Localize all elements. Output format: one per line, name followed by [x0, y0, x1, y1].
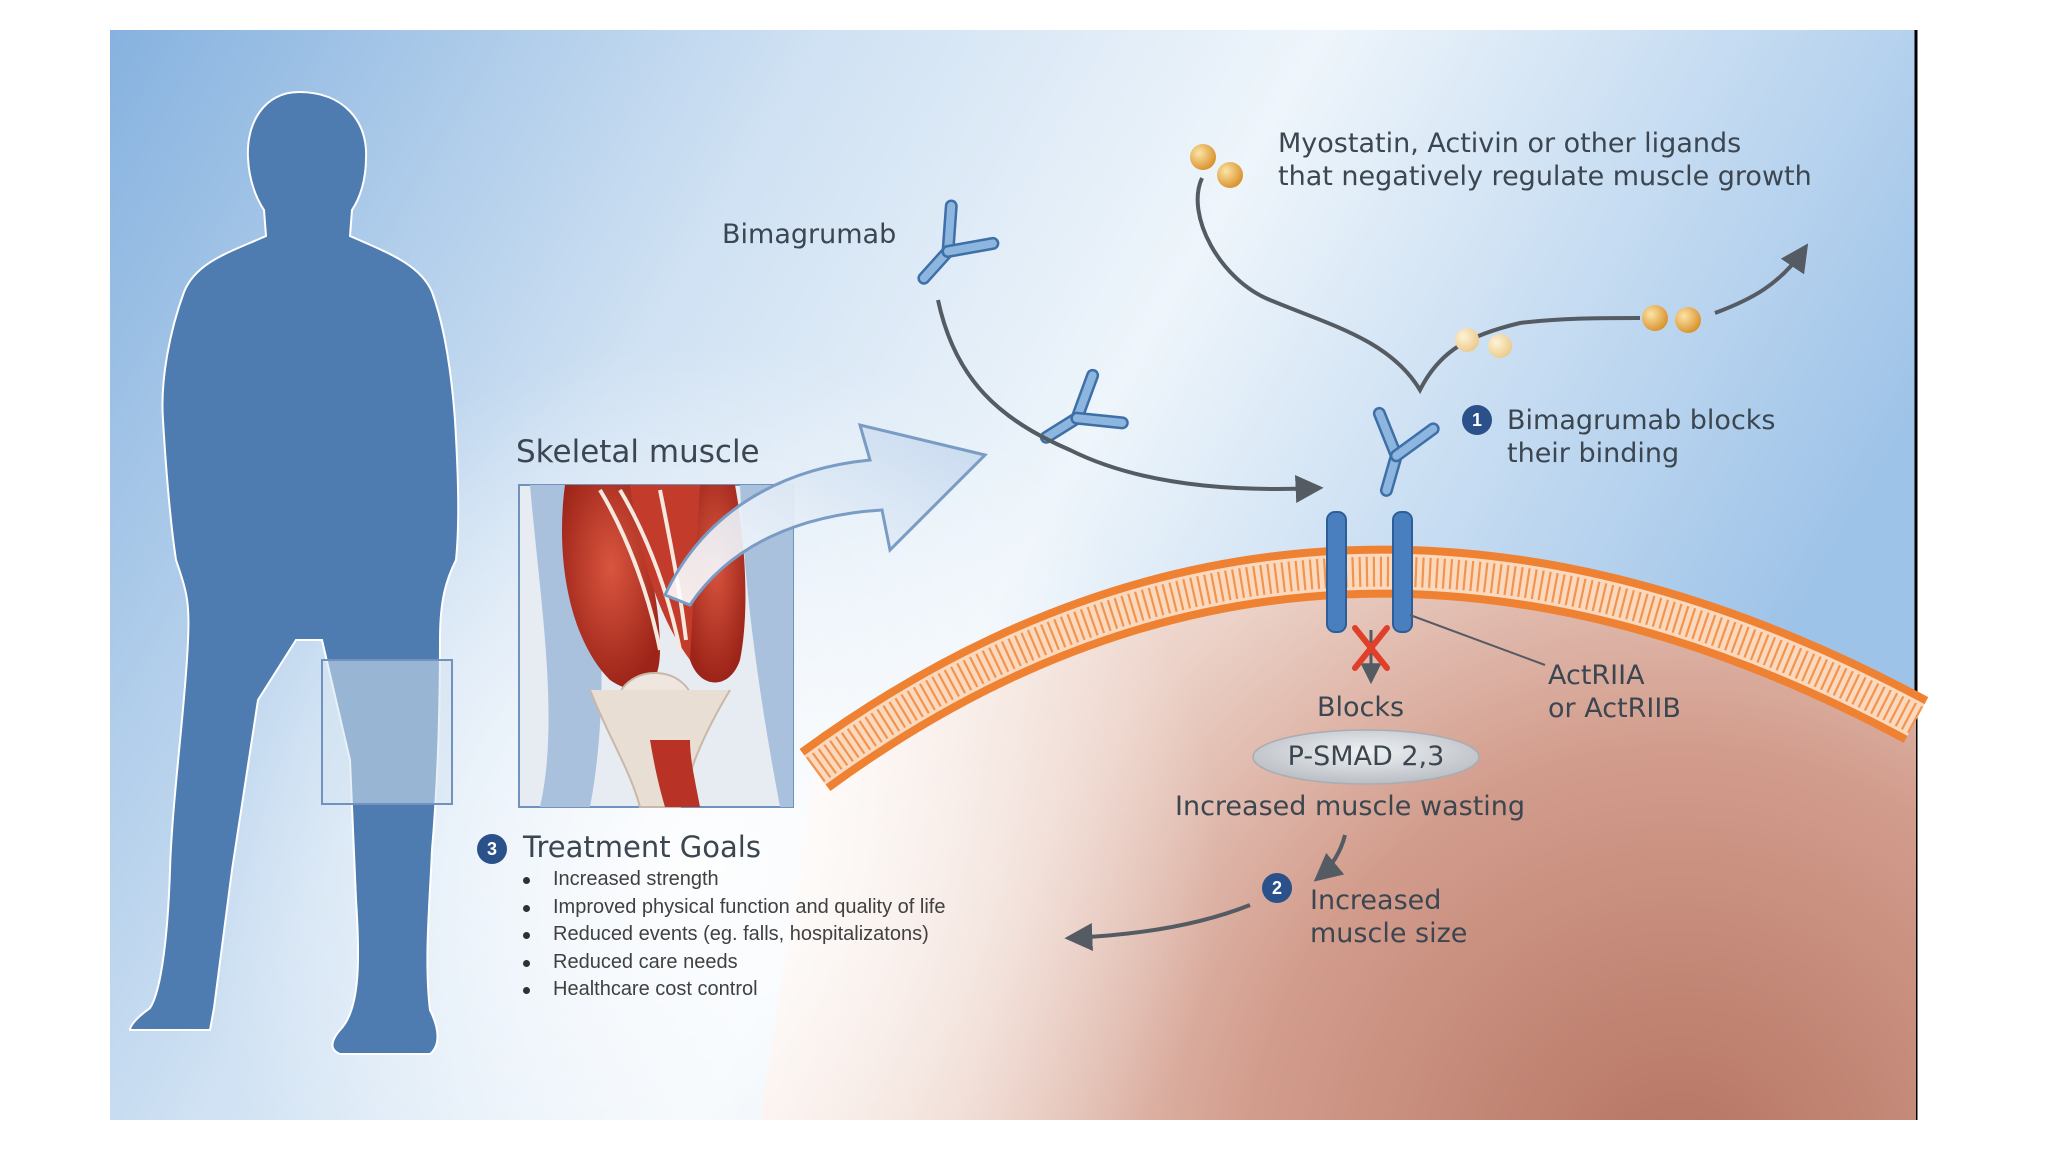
big-hollow-arrow	[662, 422, 988, 607]
ligand-pair-icon	[1455, 328, 1512, 358]
list-item: Improved physical function and quality o…	[523, 894, 945, 922]
curved-arrow-icon	[1714, 243, 1809, 315]
treatment-goals-title: Treatment Goals	[523, 830, 761, 864]
human-silhouette	[128, 90, 460, 1055]
block-x-icon	[1352, 625, 1390, 671]
receptor-icon	[1326, 511, 1413, 633]
list-item: Reduced care needs	[523, 949, 945, 977]
curved-arrow-icon	[1195, 177, 1641, 395]
curved-arrow-icon	[1313, 834, 1347, 882]
psmad-label: P-SMAD 2,3	[1287, 741, 1445, 772]
skeletal-muscle-title: Skeletal muscle	[516, 434, 760, 470]
psmad-ellipse	[1252, 729, 1480, 785]
list-item: Reduced events (eg. falls, hospitalizato…	[523, 921, 945, 949]
list-item: Healthcare cost control	[523, 976, 945, 1004]
step-2-label: Increased muscle size	[1310, 885, 1468, 949]
curved-arrow-icon	[1064, 903, 1251, 952]
step-1-badge: 1	[1462, 405, 1492, 435]
curved-arrow-icon	[936, 299, 1324, 503]
step-1-label: Bimagrumab blocks their binding	[1507, 405, 1776, 469]
ligands-label: Myostatin, Activin or other ligands that…	[1278, 128, 1812, 192]
step-3-badge: 3	[477, 834, 507, 864]
bimagrumab-label: Bimagrumab	[722, 219, 897, 250]
step-2-badge: 2	[1262, 873, 1292, 903]
treatment-goals-list: Increased strength Improved physical fun…	[523, 866, 945, 1004]
receptor-label: ActRIIA or ActRIIB	[1548, 660, 1681, 724]
muscle-wasting-label: Increased muscle wasting	[1175, 791, 1526, 822]
ligand-pair-icon	[1190, 144, 1243, 188]
list-item: Increased strength	[523, 866, 945, 894]
ligand-pair-icon	[1642, 305, 1701, 333]
blocks-label: Blocks	[1317, 692, 1405, 723]
skeletal-muscle-illustration	[518, 484, 794, 808]
